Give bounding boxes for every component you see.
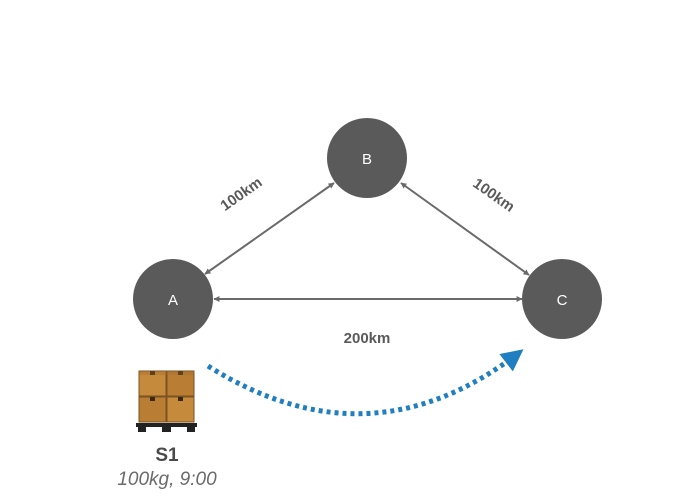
edge-label-b-c: 100km	[470, 175, 518, 216]
node-b-label: B	[362, 151, 372, 168]
node-b: B	[327, 118, 407, 198]
node-c-circle	[522, 259, 602, 339]
edge-label-a-c: 200km	[344, 330, 391, 347]
node-c-label: C	[557, 292, 568, 309]
node-b-circle	[327, 118, 407, 198]
pallet-boxes-icon	[136, 370, 197, 432]
node-a-circle	[133, 259, 213, 339]
shipment-details: 100kg, 9:00	[117, 469, 217, 490]
shipment-route-arrow	[206, 349, 524, 417]
edge-label-a-b: 100km	[217, 174, 265, 215]
edge-b-c	[400, 182, 530, 276]
node-a-label: A	[168, 292, 178, 309]
node-a: A	[133, 259, 213, 339]
shipment-name: S1	[155, 445, 179, 466]
edge-a-b	[204, 182, 335, 275]
node-c: C	[522, 259, 602, 339]
